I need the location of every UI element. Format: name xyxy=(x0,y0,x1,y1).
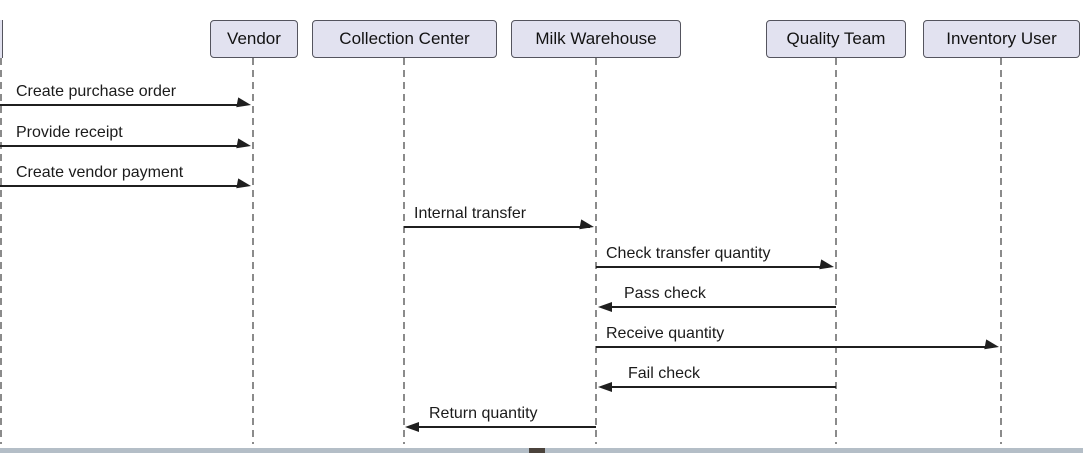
arrowhead-left-icon xyxy=(598,302,612,312)
message-provide-receipt-label: Provide receipt xyxy=(16,124,123,141)
message-pass-check-label: Pass check xyxy=(624,285,706,302)
offscreen-participant-box-edge xyxy=(0,20,3,58)
message-receive-quantity-line xyxy=(596,346,993,348)
arrowhead-right-icon xyxy=(579,219,595,232)
participant-vendor-label: Vendor xyxy=(227,29,281,48)
participant-milk-warehouse-label: Milk Warehouse xyxy=(535,29,657,48)
participant-quality-team: Quality Team xyxy=(766,20,906,58)
arrowhead-right-icon xyxy=(236,178,252,191)
horizontal-scrollbar-thumb[interactable] xyxy=(529,448,545,453)
arrowhead-right-icon xyxy=(819,259,835,272)
arrowhead-right-icon xyxy=(236,138,252,151)
participant-collection-center: Collection Center xyxy=(312,20,497,58)
message-create-purchase-order-label: Create purchase order xyxy=(16,83,177,100)
lifeline-milk-warehouse xyxy=(595,58,597,444)
message-pass-check-line xyxy=(610,306,836,308)
participant-quality-team-label: Quality Team xyxy=(786,29,886,48)
message-return-quantity-line xyxy=(417,426,596,428)
lifeline-offscreen-actor xyxy=(0,58,2,444)
lifeline-vendor xyxy=(252,58,254,444)
participant-collection-center-label: Collection Center xyxy=(339,29,470,48)
message-create-vendor-payment-line xyxy=(0,185,240,187)
lifeline-quality-team xyxy=(835,58,837,444)
message-internal-transfer-label: Internal transfer xyxy=(414,205,527,222)
lifeline-collection-center xyxy=(403,58,405,444)
arrowhead-right-icon xyxy=(236,97,252,110)
arrowhead-left-icon xyxy=(598,382,612,392)
message-fail-check-label: Fail check xyxy=(628,365,701,382)
message-receive-quantity-label: Receive quantity xyxy=(606,325,725,342)
message-create-vendor-payment-label: Create vendor payment xyxy=(16,164,184,181)
message-internal-transfer-line xyxy=(404,226,590,228)
message-create-purchase-order-line xyxy=(0,104,240,106)
participant-milk-warehouse: Milk Warehouse xyxy=(511,20,681,58)
arrowhead-left-icon xyxy=(405,422,419,432)
participant-inventory-user-label: Inventory User xyxy=(946,29,1057,48)
participant-vendor: Vendor xyxy=(210,20,298,58)
participant-inventory-user: Inventory User xyxy=(923,20,1080,58)
arrowhead-right-icon xyxy=(984,339,1000,352)
message-return-quantity-label: Return quantity xyxy=(429,405,538,422)
message-check-transfer-quantity-line xyxy=(596,266,828,268)
message-fail-check-line xyxy=(610,386,836,388)
lifeline-inventory-user xyxy=(1000,58,1002,444)
message-provide-receipt-line xyxy=(0,145,240,147)
message-check-transfer-quantity-label: Check transfer quantity xyxy=(606,245,771,262)
